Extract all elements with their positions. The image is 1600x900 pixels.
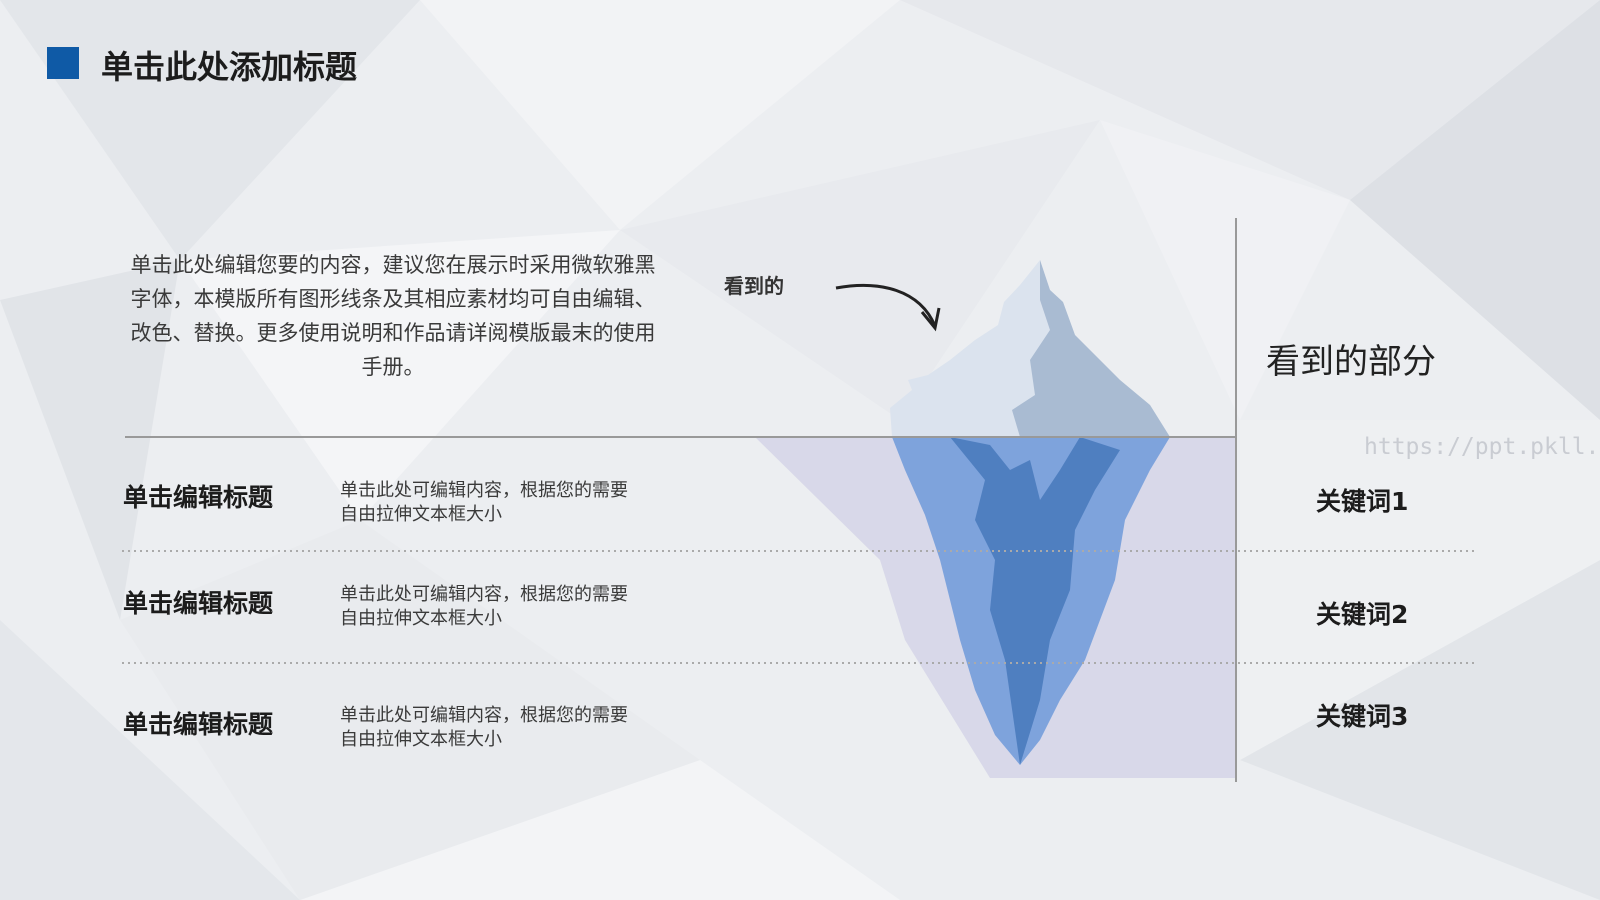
row-3-text[interactable]: 单击此处可编辑内容，根据您的需要自由拉伸文本框大小 [340, 705, 628, 750]
visible-part-heading[interactable]: 看到的部分 [1266, 342, 1436, 382]
watermark-text: https://ppt.pkll.de [1364, 434, 1600, 460]
iceberg-top-shade [1012, 260, 1170, 437]
arrow-stroke [835, 284, 937, 327]
title-accent-square [47, 47, 79, 79]
row-2-keyword[interactable]: 关键词2 [1316, 600, 1409, 629]
page-title[interactable]: 单击此处添加标题 [101, 48, 358, 86]
seen-label[interactable]: 看到的 [724, 274, 784, 298]
row-1-text[interactable]: 单击此处可编辑内容，根据您的需要自由拉伸文本框大小 [340, 480, 628, 525]
row-1-keyword[interactable]: 关键词1 [1316, 487, 1409, 516]
iceberg-under-dark [950, 437, 1120, 765]
row-2-title[interactable]: 单击编辑标题 [123, 589, 274, 618]
row-3-keyword[interactable]: 关键词3 [1316, 702, 1409, 731]
arrow-head [920, 307, 941, 332]
row-2-text[interactable]: 单击此处可编辑内容，根据您的需要自由拉伸文本框大小 [340, 584, 628, 629]
row-1-title[interactable]: 单击编辑标题 [123, 483, 274, 512]
intro-paragraph[interactable]: 单击此处编辑您要的内容，建议您在展示时采用微软雅黑字体，本模版所有图形线条及其相… [130, 253, 656, 379]
row-3-title[interactable]: 单击编辑标题 [123, 710, 274, 739]
